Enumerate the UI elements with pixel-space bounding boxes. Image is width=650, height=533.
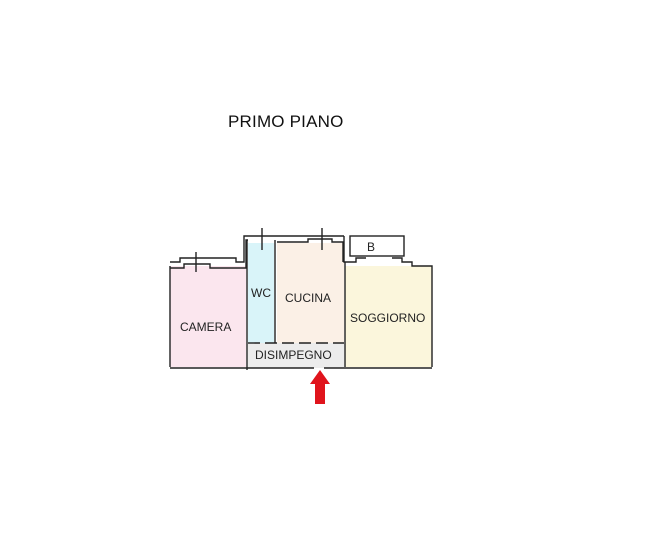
label-camera: CAMERA xyxy=(180,320,232,334)
room-wc-fill xyxy=(248,243,274,344)
label-disimpegno: DISIMPEGNO xyxy=(255,348,332,362)
room-cucina-fill xyxy=(277,243,344,344)
label-cucina: CUCINA xyxy=(285,291,332,305)
room-camera-fill xyxy=(170,266,246,367)
label-balcone: B xyxy=(367,240,376,254)
label-soggiorno: SOGGIORNO xyxy=(350,311,426,325)
label-wc: WC xyxy=(251,286,271,300)
floor-title: PRIMO PIANO xyxy=(228,112,344,131)
room-disimpegno-fill xyxy=(248,343,344,368)
entrance-arrow-icon xyxy=(310,370,330,404)
room-soggiorno-fill xyxy=(345,266,432,367)
